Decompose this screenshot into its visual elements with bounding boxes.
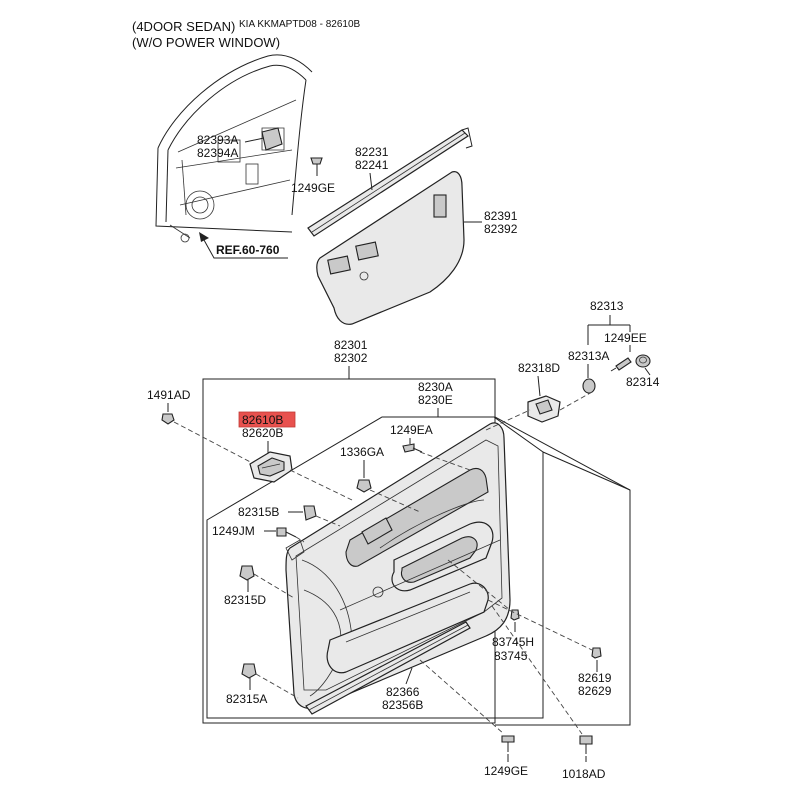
screw-1249EE: [610, 345, 632, 372]
door-frame-illustration: [155, 54, 313, 243]
highlight-82610B[interactable]: [238, 411, 296, 428]
label-83745: 83745: [494, 649, 528, 663]
label-1336GA: 1336GA: [340, 445, 384, 459]
label-82315A: 82315A: [226, 692, 267, 706]
label-82620B: 82620B: [242, 426, 283, 440]
title-line-1: (4DOOR SEDAN): [132, 19, 235, 34]
screw-1249GE-top: [310, 157, 323, 176]
label-1491AD: 1491AD: [147, 388, 191, 402]
label-1249GE-top: 1249GE: [291, 181, 335, 195]
label-82392: 82392: [484, 222, 518, 236]
label-82610B[interactable]: 82610B: [242, 413, 283, 427]
handle-bracket-82318D: [527, 375, 561, 423]
label-82302: 82302: [334, 351, 368, 365]
title-line-2: (W/O POWER WINDOW): [132, 35, 280, 50]
reference-arrow: [199, 232, 288, 259]
label-82318D: 82318D: [518, 361, 560, 375]
label-82313: 82313: [590, 299, 624, 313]
diagram-caption: KIA KKMAPTD08 - 82610B: [239, 19, 361, 30]
clip-82315D: [239, 565, 255, 592]
bushing-82313A: [582, 364, 596, 394]
label-8230A: 8230A: [418, 380, 453, 394]
clip-1491AD: [161, 413, 175, 425]
clip-82315A: [241, 663, 257, 690]
clip-83745H: [510, 609, 520, 632]
label-82315B: 82315B: [238, 505, 279, 519]
label-82391: 82391: [484, 209, 518, 223]
label-82356B: 82356B: [382, 698, 423, 712]
screw-1249JM: [276, 527, 297, 538]
label-82619: 82619: [578, 671, 612, 685]
cap-82314: [635, 354, 651, 376]
label-82313A: 82313A: [568, 349, 609, 363]
label-82314: 82314: [626, 375, 660, 389]
label-82366: 82366: [386, 685, 420, 699]
label-82393A: 82393A: [197, 133, 238, 147]
reference-label: REF.60-760: [216, 243, 280, 257]
label-83745H: 83745H: [492, 635, 534, 649]
label-82301: 82301: [334, 338, 368, 352]
label-1249EA: 1249EA: [390, 423, 433, 437]
screw-1249GE-bottom: [501, 735, 515, 752]
label-8230E: 8230E: [418, 393, 453, 407]
clip-82315B: [303, 505, 317, 521]
label-1249GE-bottom: 1249GE: [484, 764, 528, 778]
nut-1336GA: [356, 479, 372, 493]
label-1018AD: 1018AD: [562, 767, 606, 781]
label-82629: 82629: [578, 684, 612, 698]
bolt-1018AD: [579, 735, 593, 754]
weatherstrip-82366: [305, 621, 471, 715]
label-82394A: 82394A: [197, 146, 238, 160]
sealing-sheet-82391: [316, 171, 465, 325]
label-82231: 82231: [355, 145, 389, 159]
weatherstrip-82231: [307, 127, 473, 237]
label-1249EE: 1249EE: [604, 331, 647, 345]
label-82241: 82241: [355, 158, 389, 172]
screw-1249EA: [402, 443, 423, 453]
inside-handle-82610B: [249, 451, 293, 483]
label-82315D: 82315D: [224, 593, 266, 607]
label-1249JM: 1249JM: [212, 524, 255, 538]
cap-82619: [591, 647, 602, 672]
